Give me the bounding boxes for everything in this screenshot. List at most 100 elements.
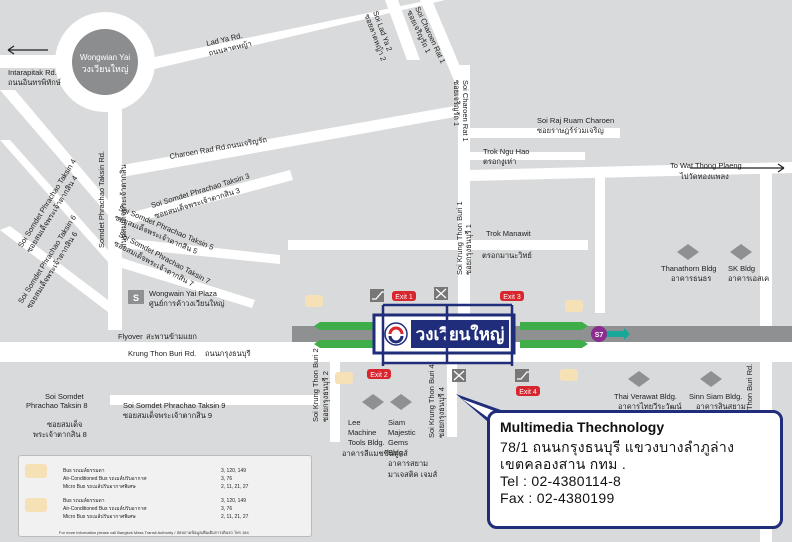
fax-number: Fax : 02-4380199: [500, 490, 615, 506]
label-siam-1: Siam: [388, 418, 405, 427]
label-krung-thon-buri-en: Krung Thon Buri Rd.: [128, 349, 196, 358]
label-plaza-th: ศูนย์การค้าวงเวียนใหญ่: [149, 299, 224, 308]
label-thai-verawat-th: อาคารไทยวีระวัฒน์: [618, 402, 682, 411]
label-to-wat-en: To Wat Thong Plaeng: [670, 161, 742, 170]
exit-4: Exit 4: [515, 369, 540, 396]
arrow-left-icon: [7, 45, 48, 55]
phone-number: Tel : 02-4380114-8: [500, 473, 622, 489]
legend-row-3-routes: 2, 11, 21, 27: [221, 484, 249, 490]
legend-row-4-label: Bus รถเมล์ธรรมดา: [63, 498, 105, 504]
building-icon: [730, 244, 752, 260]
address-line-1: 78/1 ถนนกรุงธนบุรี แขวงบางลำภูล่าง: [500, 439, 735, 455]
legend-row-1-routes: 3, 120, 149: [221, 468, 247, 474]
station-code-badge: [591, 326, 607, 342]
label-taksin-8-en2: Phrachao Taksin 8: [26, 401, 88, 410]
label-trok-ngu-hao-th: ตรอกงูเห่า: [483, 157, 516, 166]
building-icon: [362, 394, 384, 410]
plaza-icon: [128, 290, 144, 304]
label-lee-th: อาคารลีแมชชีนทูลส์: [342, 449, 408, 458]
legend-row-1-label: Bus รถเมล์ธรรมดา: [63, 468, 105, 474]
legend-row-2-routes: 3, 76: [221, 476, 233, 482]
legend-row-6-routes: 2, 11, 21, 27: [221, 514, 249, 520]
label-siam-4: Bldg.: [388, 448, 405, 457]
label-siam-2: Majestic: [388, 428, 416, 437]
station-name: วงเวียนใหญ่: [416, 324, 505, 345]
label-intarapitak-en: Intarapitak Rd.: [8, 68, 57, 77]
svg-text:S: S: [133, 293, 139, 303]
bus-stop-icon: [560, 369, 578, 381]
station-wongwian-yai: วงเวียนใหญ่: [372, 303, 516, 366]
label-siam-th1: อาคารสยาม: [388, 459, 428, 468]
label-somdet-taksin-rd-en: Somdet Phrachao Taksin Rd.: [97, 151, 106, 248]
roundabout-label-th: วงเวียนใหญ่: [82, 64, 129, 74]
exit-3-label: Exit 3: [503, 294, 521, 301]
legend-row-5-label: Air-Conditioned Bus รถเมล์ปรับอากาศ: [63, 506, 147, 512]
exit-2: Exit 2: [367, 369, 391, 379]
exit-4-label: Exit 4: [519, 389, 537, 396]
label-thanathorn-en: Thanathorn Bldg: [661, 264, 716, 273]
legend-row-3-label: Micro Bus รถเมล์ปรับอากาศพิเศษ: [63, 484, 136, 490]
label-somdet-taksin-rd-th: ถนนสมเด็จพระเจ้าตากสิน: [118, 164, 128, 248]
label-trok-ngu-hao-en: Trok Ngu Hao: [483, 147, 529, 156]
label-taksin-8-th1: ซอยสมเด็จ: [47, 419, 82, 429]
bus-stop-icon: [565, 300, 583, 312]
label-thai-verawat-en: Thai Verawat Bldg.: [614, 392, 677, 401]
direction-arrows: [7, 45, 785, 173]
bus-stop-markers: [305, 295, 583, 384]
roundabout: Wongwian Yai วงเวียนใหญ่: [55, 12, 155, 112]
building-icon: [677, 244, 699, 260]
company-name: Multimedia Thechnology: [500, 419, 665, 435]
escalator-icon: [515, 369, 529, 382]
label-trok-manawit-th: ตรอกมานะวิทย์: [482, 251, 532, 260]
label-soi-krung-2-en: Soi Krung Thon Buri 2: [311, 348, 320, 422]
legend-note: For more information please call Bangkok…: [59, 530, 249, 535]
bus-stop-icon: [335, 372, 353, 384]
label-siam-th2: มาเจสติค เจมส์: [388, 470, 438, 479]
label-soi-krung-4-en: Soi Krung Thon Buri 4: [427, 364, 436, 438]
roundabout-label-en: Wongwian Yai: [80, 53, 130, 62]
label-intarapitak-th: ถนนอินทรพิทักษ์: [8, 78, 61, 87]
label-thon-buri-rd-en: Thon Buri Rd.: [745, 364, 754, 410]
exit-3: Exit 3: [500, 291, 524, 301]
label-sk-th: อาคารเอสเค: [728, 274, 769, 283]
exit-2-label: Exit 2: [370, 372, 388, 379]
label-lee-1: Lee: [348, 418, 361, 427]
label-thanathorn-th: อาคารธนธร: [671, 274, 711, 283]
escalator-icon: [370, 289, 384, 302]
label-taksin-9-en: Soi Somdet Phrachao Taksin 9: [123, 401, 225, 410]
label-lee-3: Tools Bldg.: [348, 438, 385, 447]
label-flyover-th: สะพานข้ามแยก: [146, 332, 197, 341]
label-taksin-8-en1: Soi Somdet: [45, 392, 85, 401]
label-plaza-en: Wongwain Yai Plaza: [149, 289, 218, 298]
label-soi-raj-ruam-th: ซอยราษฎร์ร่วมเจริญ: [537, 126, 604, 135]
legend-row-4-routes: 3, 120, 149: [221, 498, 247, 504]
label-sk-en: SK Bldg: [728, 264, 755, 273]
exit-1: Exit 1: [370, 289, 416, 302]
label-soi-krung-2-th: ซอยกรุงธนบุรี 2: [321, 371, 330, 422]
bus-stop-icon: [305, 295, 323, 307]
label-sinn-siam-en: Sinn Siam Bldg.: [689, 392, 742, 401]
label-krung-thon-buri-th: ถนนกรุงธนบุรี: [205, 349, 251, 358]
label-soi-raj-ruam-en: Soi Raj Ruam Charoen: [537, 116, 614, 125]
legend-row-5-routes: 3, 76: [221, 506, 233, 512]
label-soi-krung-1-en: Soi Krung Thon Buri 1: [455, 201, 464, 275]
building-icon: [628, 371, 650, 387]
building-icon: [390, 394, 412, 410]
bus-icon: [25, 464, 47, 478]
label-taksin-8-th2: พระเจ้าตากสิน 8: [33, 430, 87, 439]
station-exits: Exit 1 Exit 2 Exit 3 Exit 4: [367, 287, 540, 396]
label-taksin-9-th: ซอยสมเด็จพระเจ้าตากสิน 9: [123, 410, 212, 420]
label-flyover-en: Flyover: [118, 332, 143, 341]
label-siam-3: Gems: [388, 438, 408, 447]
legend-row-6-label: Micro Bus รถเมล์ปรับอากาศพิเศษ: [63, 514, 136, 520]
buildings: S: [128, 244, 752, 410]
label-lee-2: Machine: [348, 428, 376, 437]
station-code: S7: [595, 332, 604, 339]
legend-row-2-label: Air-Conditioned Bus รถเมล์ปรับอากาศ: [63, 476, 147, 482]
company-info-box: Multimedia Thechnology 78/1 ถนนกรุงธนบุร…: [487, 410, 783, 529]
building-icon: [700, 371, 722, 387]
label-soi-charoen-rat-1-v-en: Soi Charoen Rat 1: [461, 80, 470, 142]
exit-1-label: Exit 1: [395, 294, 413, 301]
